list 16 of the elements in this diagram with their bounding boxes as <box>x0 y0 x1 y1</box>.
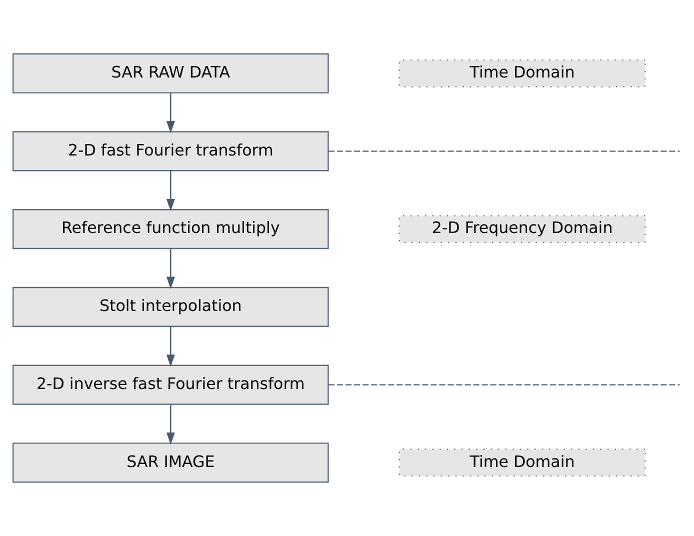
arrow <box>166 404 175 445</box>
node-box: Time Domain <box>398 448 646 477</box>
connector <box>328 384 680 386</box>
node-box: SAR IMAGE <box>12 442 329 483</box>
node-box: 2-D inverse fast Fourier transform <box>12 364 329 405</box>
arrow <box>166 92 175 134</box>
arrow <box>166 248 175 289</box>
node-box: SAR RAW DATA <box>12 53 329 94</box>
node-box: Reference function multiply <box>12 209 329 250</box>
node-box: Stolt interpolation <box>12 286 329 327</box>
arrow <box>166 170 175 212</box>
connector <box>328 150 680 152</box>
node-box: Time Domain <box>398 59 646 88</box>
node-box: 2-D Frequency Domain <box>398 215 646 244</box>
node-box: 2-D fast Fourier transform <box>12 131 329 172</box>
arrow <box>166 326 175 367</box>
